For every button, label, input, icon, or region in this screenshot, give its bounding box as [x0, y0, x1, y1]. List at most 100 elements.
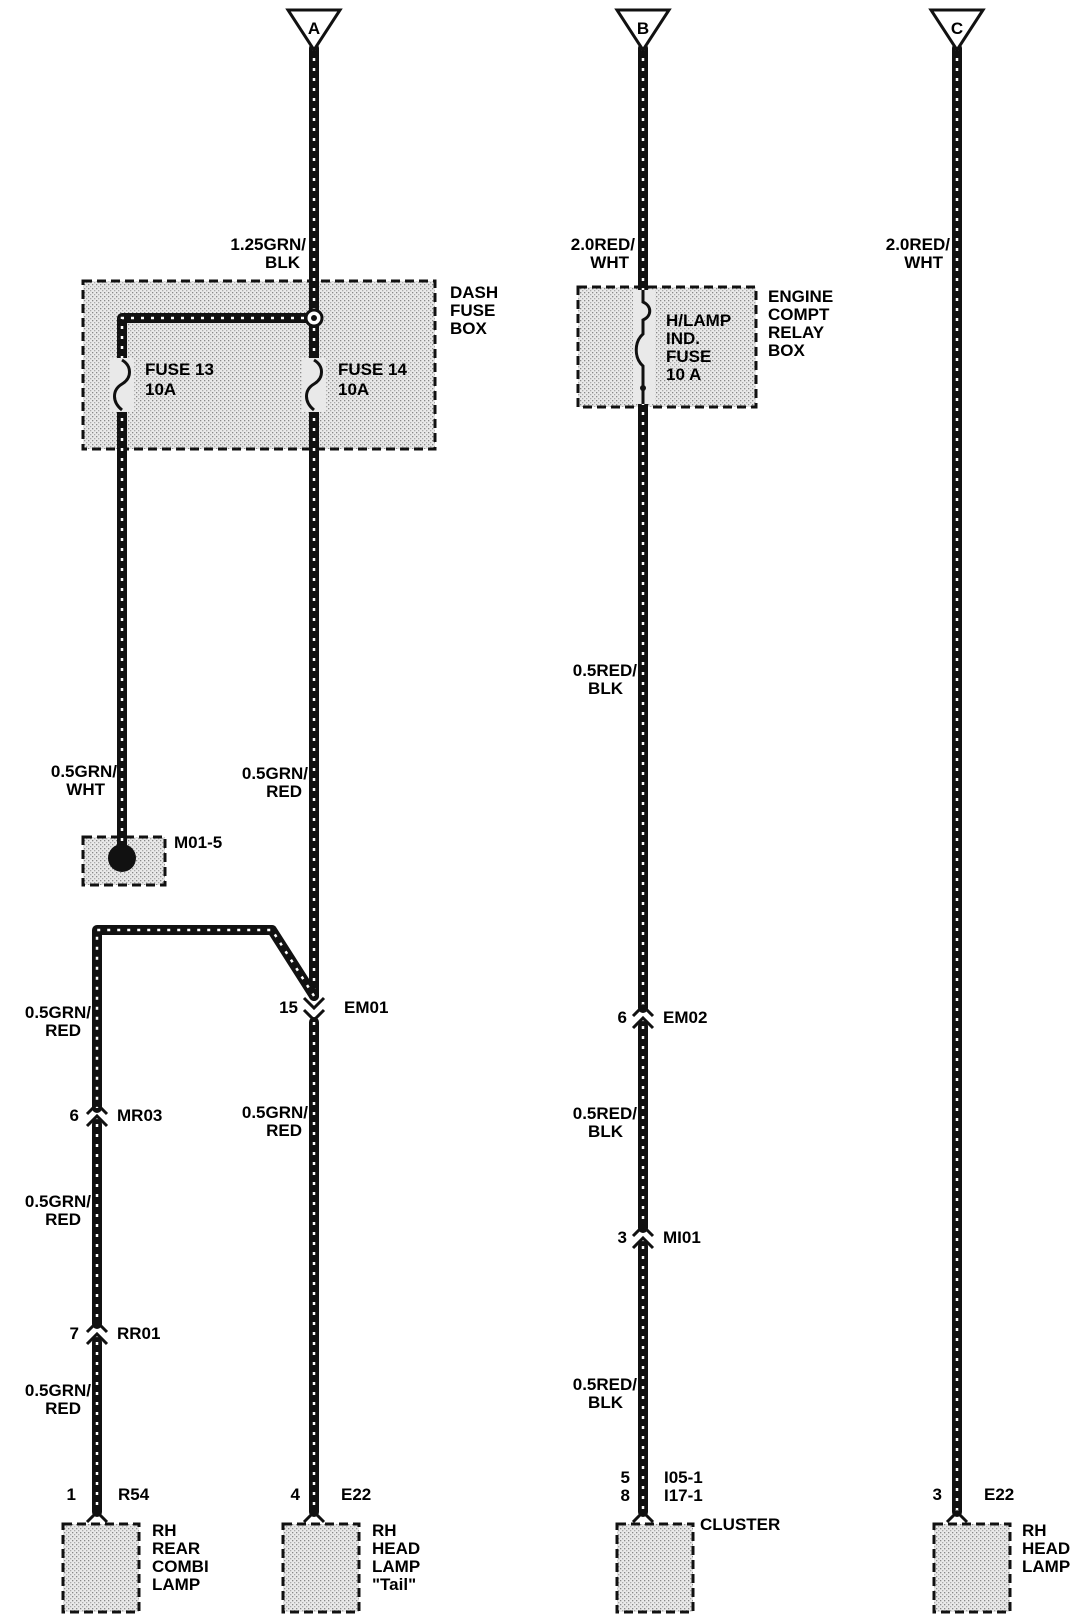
connector-rr01-name: RR01 — [117, 1324, 160, 1343]
head-lamp-box — [932, 1522, 1012, 1614]
rear-combi-line-4: LAMP — [152, 1575, 200, 1594]
head-tail-line-1: RH — [372, 1521, 397, 1540]
engine-relay-box — [576, 285, 758, 409]
connector-mi01-symbol — [631, 1223, 655, 1250]
head-lamp-conn: E22 — [984, 1485, 1014, 1504]
wire-fuse-bus — [117, 313, 319, 367]
rear-combi-conn: R54 — [118, 1485, 150, 1504]
fuse-14-name: FUSE 14 — [338, 360, 408, 379]
pin-chevron-head-lamp — [945, 1509, 969, 1524]
connector-rr01-symbol — [85, 1319, 109, 1346]
wire-label-b-mid-2: BLK — [588, 679, 624, 698]
head-lamp-pin: 3 — [933, 1485, 942, 1504]
fuse-13-rating: 10A — [145, 380, 176, 399]
rear-combi-line-1: RH — [152, 1521, 177, 1540]
connector-c: C — [928, 8, 986, 53]
connector-a: A — [285, 8, 343, 53]
wire-label-a-top-1: 1.25GRN/ — [230, 235, 306, 254]
connector-rr01-pin: 7 — [70, 1324, 79, 1343]
wire-label-b-em02-out-2: BLK — [588, 1122, 624, 1141]
wire-label-em01-out-2: RED — [266, 1121, 302, 1140]
connector-mr03-name: MR03 — [117, 1106, 162, 1125]
connector-em01-name: EM01 — [344, 998, 388, 1017]
wire-label-b-mid-1: 0.5RED/ — [573, 661, 638, 680]
connector-em01-symbol — [302, 996, 326, 1023]
wire-label-fuse13-out-2: WHT — [66, 780, 105, 799]
fuse-14-rating: 10A — [338, 380, 369, 399]
hlamp-fuse-rating: 10 A — [666, 365, 701, 384]
ground-terminal-dot — [108, 844, 136, 872]
fuse-13-symbol — [110, 358, 134, 412]
connector-em01-pin: 15 — [279, 998, 298, 1017]
head-tail-line-4: "Tail" — [372, 1575, 416, 1594]
wire-label-b-mi01-out-1: 0.5RED/ — [573, 1375, 638, 1394]
wire-label-b-em02-out-1: 0.5RED/ — [573, 1104, 638, 1123]
wire-label-left-1-1: 0.5GRN/ — [25, 1003, 91, 1022]
cluster-pin-1: 5 — [621, 1468, 630, 1487]
connector-em02-name: EM02 — [663, 1008, 707, 1027]
connector-b-label: B — [637, 19, 649, 38]
engine-relay-box-label-2: COMPT — [768, 305, 830, 324]
cluster-conn-1: I05-1 — [664, 1468, 703, 1487]
connector-c-label: C — [951, 19, 963, 38]
connector-em02-pin: 6 — [618, 1008, 627, 1027]
wire-label-fuse14-out-2: RED — [266, 782, 302, 801]
head-lamp-tail-box — [281, 1522, 361, 1614]
pin-chevron-head-tail — [302, 1509, 326, 1524]
wire-label-fuse14-out-1: 0.5GRN/ — [242, 764, 308, 783]
splice-point-center — [311, 315, 317, 321]
wire-label-left-1-2: RED — [45, 1021, 81, 1040]
wire-em01-branch — [92, 925, 319, 1113]
wire-label-left-3-2: RED — [45, 1399, 81, 1418]
wire-label-c-top-1: 2.0RED/ — [886, 235, 951, 254]
wire-label-em01-out-1: 0.5GRN/ — [242, 1103, 308, 1122]
dash-fuse-box-label-2: FUSE — [450, 301, 495, 320]
cluster-pin-2: 8 — [621, 1486, 630, 1505]
engine-relay-box-label-3: RELAY — [768, 323, 825, 342]
wire-label-left-3-1: 0.5GRN/ — [25, 1381, 91, 1400]
hlamp-fuse-symbol — [633, 290, 655, 404]
rear-combi-line-3: COMBI — [152, 1557, 209, 1576]
fuse-13-name: FUSE 13 — [145, 360, 214, 379]
connector-b: B — [614, 8, 672, 53]
pin-chevron-rear-combi — [85, 1509, 109, 1524]
dash-fuse-box-label-1: DASH — [450, 283, 498, 302]
wire-label-left-2-1: 0.5GRN/ — [25, 1192, 91, 1211]
rear-combi-line-2: REAR — [152, 1539, 200, 1558]
head-tail-line-3: LAMP — [372, 1557, 420, 1576]
wire-label-b-mi01-out-2: BLK — [588, 1393, 624, 1412]
rear-combi-pin: 1 — [67, 1485, 76, 1504]
fuse-14-symbol — [302, 358, 326, 412]
connector-mr03-pin: 6 — [70, 1106, 79, 1125]
head-tail-conn: E22 — [341, 1485, 371, 1504]
hlamp-fuse-line-1: H/LAMP — [666, 311, 731, 330]
rear-combi-lamp-box — [61, 1522, 141, 1614]
head-lamp-line-1: RH — [1022, 1521, 1047, 1540]
engine-relay-box-label-1: ENGINE — [768, 287, 833, 306]
wire-label-a-top-2: BLK — [265, 253, 301, 272]
wire-label-fuse13-out-1: 0.5GRN/ — [51, 762, 117, 781]
connector-a-label: A — [308, 19, 320, 38]
wire-label-b-top-1: 2.0RED/ — [571, 235, 636, 254]
hlamp-fuse-line-2: IND. — [666, 329, 700, 348]
engine-relay-box-label-4: BOX — [768, 341, 806, 360]
connector-mi01-name: MI01 — [663, 1228, 701, 1247]
head-lamp-line-2: HEAD — [1022, 1539, 1070, 1558]
cluster-label: CLUSTER — [700, 1515, 780, 1534]
dash-fuse-box — [81, 279, 437, 451]
wire-label-left-2-2: RED — [45, 1210, 81, 1229]
ground-label: M01-5 — [174, 833, 222, 852]
head-tail-line-2: HEAD — [372, 1539, 420, 1558]
dash-fuse-box-label-3: BOX — [450, 319, 488, 338]
head-lamp-line-3: LAMP — [1022, 1557, 1070, 1576]
wire-label-c-top-2: WHT — [904, 253, 943, 272]
hlamp-fuse-line-3: FUSE — [666, 347, 711, 366]
connector-mi01-pin: 3 — [618, 1228, 627, 1247]
connector-mr03-symbol — [85, 1101, 109, 1128]
pin-chevron-cluster — [631, 1509, 655, 1524]
cluster-box — [615, 1522, 695, 1614]
cluster-conn-2: I17-1 — [664, 1486, 703, 1505]
wire-label-b-top-2: WHT — [590, 253, 629, 272]
connector-em02-symbol — [631, 1003, 655, 1030]
